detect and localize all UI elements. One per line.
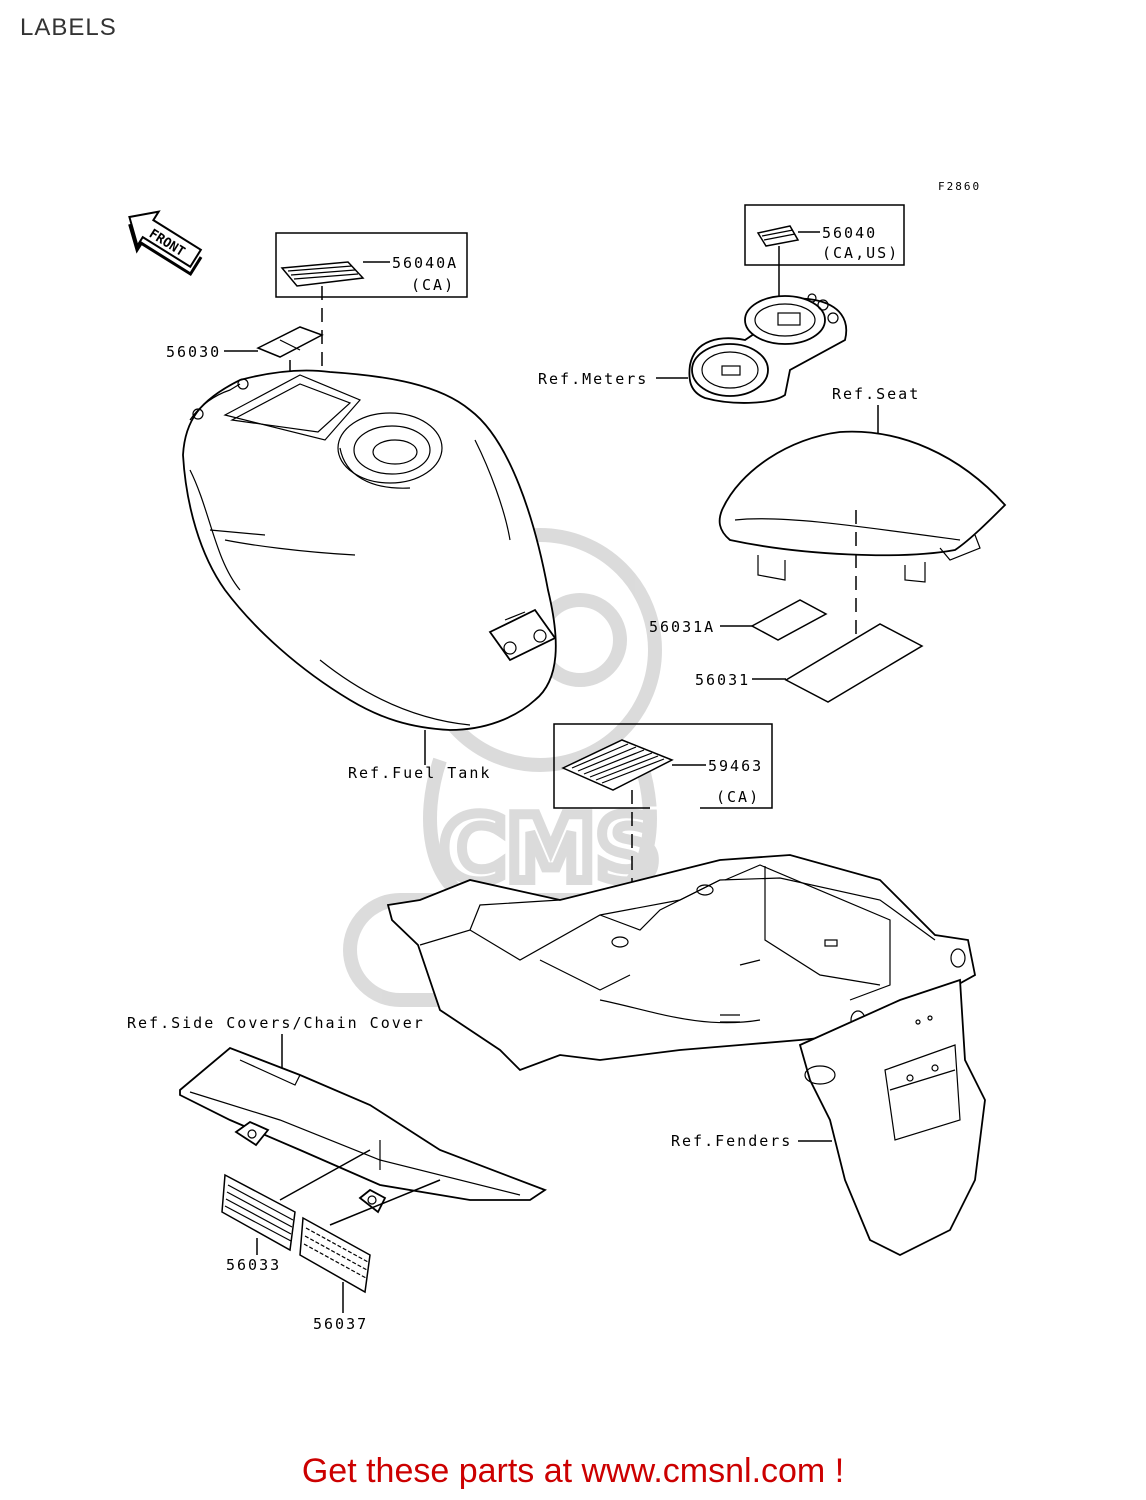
part-number-56030: 56030: [166, 343, 221, 361]
part-number-56040: 56040: [822, 224, 877, 242]
callout-56031: 56031: [695, 623, 924, 703]
ref-seat: Ref.Seat: [832, 385, 920, 403]
label-56033-icon: [221, 1173, 296, 1252]
ref-fenders: Ref.Fenders: [671, 1132, 792, 1150]
part-number-56040A: 56040A: [392, 254, 458, 272]
rear-fender-tray: [386, 854, 986, 1257]
label-56040A-icon: [280, 261, 365, 287]
callout-56030: 56030: [166, 326, 324, 408]
part-number-56033: 56033: [226, 1256, 281, 1274]
page-title: LABELS: [20, 14, 117, 41]
part-number-56031: 56031: [695, 671, 750, 689]
callout-56040A: 56040A (CA): [275, 232, 468, 420]
callout-56040: 56040 (CA,US): [744, 204, 905, 330]
part-number-59463: 59463: [708, 757, 763, 775]
ref-side-covers: Ref.Side Covers/Chain Cover: [127, 1014, 425, 1032]
part-note-56040A: (CA): [411, 276, 455, 294]
part-number-56037: 56037: [313, 1315, 368, 1333]
callout-56031A: 56031A: [649, 599, 828, 641]
part-note-59463: (CA): [716, 788, 760, 806]
ref-fuel-tank: Ref.Fuel Tank: [348, 764, 491, 782]
front-arrow-icon: FRONT: [128, 210, 203, 277]
label-56037-icon: [299, 1216, 371, 1294]
seat: Ref.Seat: [718, 385, 1007, 660]
figure-code: F2860: [938, 180, 981, 193]
chain-cover: Ref.Side Covers/Chain Cover: [127, 1014, 547, 1226]
label-59463-icon: [561, 739, 674, 791]
meters-cluster: [656, 293, 848, 404]
part-number-56031A: 56031A: [649, 618, 715, 636]
label-56040-icon: [756, 225, 800, 247]
callout-56033: 56033: [221, 1173, 296, 1274]
ref-meters: Ref.Meters: [538, 370, 648, 388]
callout-56037: 56037: [299, 1216, 371, 1333]
callout-59463: 59463 (CA): [553, 723, 773, 1000]
footer-link[interactable]: Get these parts at www.cmsnl.com !: [301, 1452, 845, 1490]
fuel-tank: [182, 369, 557, 765]
part-note-56040: (CA,US): [822, 244, 899, 262]
